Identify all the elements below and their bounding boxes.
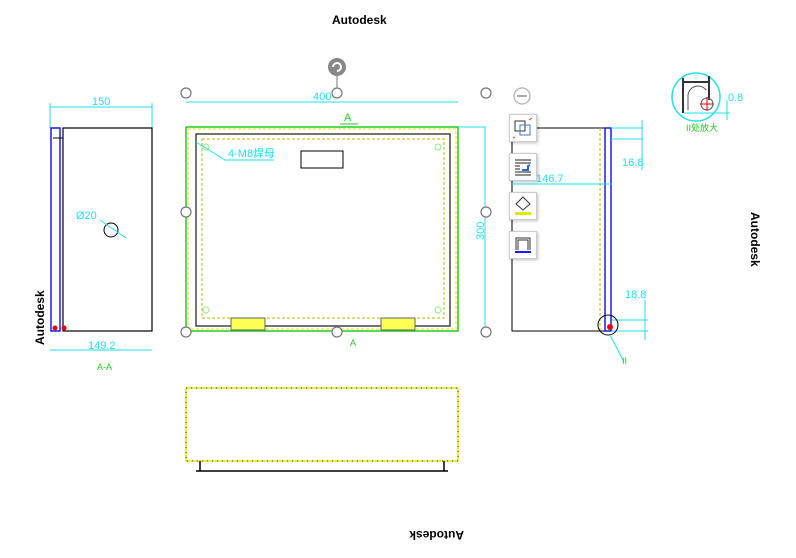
rotate-handle-icon[interactable] [328, 58, 346, 76]
section-label-a: A [344, 112, 352, 124]
dim-18-8: 18.8 [625, 289, 646, 301]
line-style-icon [515, 237, 531, 253]
detail-view: 0.8 II处放大 [671, 72, 743, 133]
selection-handle[interactable] [180, 206, 192, 218]
properties-icon [515, 159, 531, 176]
fill-color-button[interactable] [509, 192, 537, 220]
line-style-button[interactable] [509, 231, 537, 259]
dim-hole-20: Ø20 [76, 210, 97, 222]
hole-note: 4-M8焊母 [228, 146, 275, 160]
collapse-minus-icon[interactable] [513, 87, 531, 105]
selection-handle[interactable] [180, 326, 192, 338]
selection-handle[interactable] [331, 87, 343, 99]
dim-146-7: 146.7 [536, 173, 564, 185]
caption-a-a: A-A [97, 362, 112, 372]
dim-0-8: 0.8 [728, 92, 743, 104]
detail-ref-ii: II [622, 356, 627, 366]
watermark-top: Autodesk [332, 13, 387, 27]
section-arrow-a: A [350, 338, 356, 348]
fill-color-icon [515, 196, 531, 215]
selection-handle[interactable] [480, 326, 492, 338]
right-view: 16.8 146.7 18.8 II [511, 120, 648, 366]
watermark-right: Autodesk [748, 212, 762, 267]
bottom-view [185, 387, 459, 472]
side-view: 150 Ø20 149.2 A-A [49, 96, 153, 372]
dim-400: 400 [313, 91, 331, 103]
detail-caption: II处放大 [686, 122, 718, 133]
watermark-left: Autodesk [33, 290, 47, 345]
dim-149-2: 149.2 [88, 340, 116, 352]
dim-150: 150 [92, 96, 110, 108]
selection-handle[interactable] [180, 87, 192, 99]
front-view[interactable]: 400 A 4-M8焊母 300 A [180, 58, 531, 348]
selection-handle[interactable] [331, 326, 343, 338]
group-transform-icon [512, 117, 533, 139]
dim-16-8: 16.8 [622, 157, 643, 169]
group-transform-button[interactable] [509, 114, 537, 142]
selection-handle[interactable] [480, 206, 492, 218]
watermark-bottom: Autodesk [409, 528, 464, 542]
properties-button[interactable] [509, 153, 537, 181]
selection-handle[interactable] [480, 87, 492, 99]
dim-300: 300 [475, 222, 487, 240]
